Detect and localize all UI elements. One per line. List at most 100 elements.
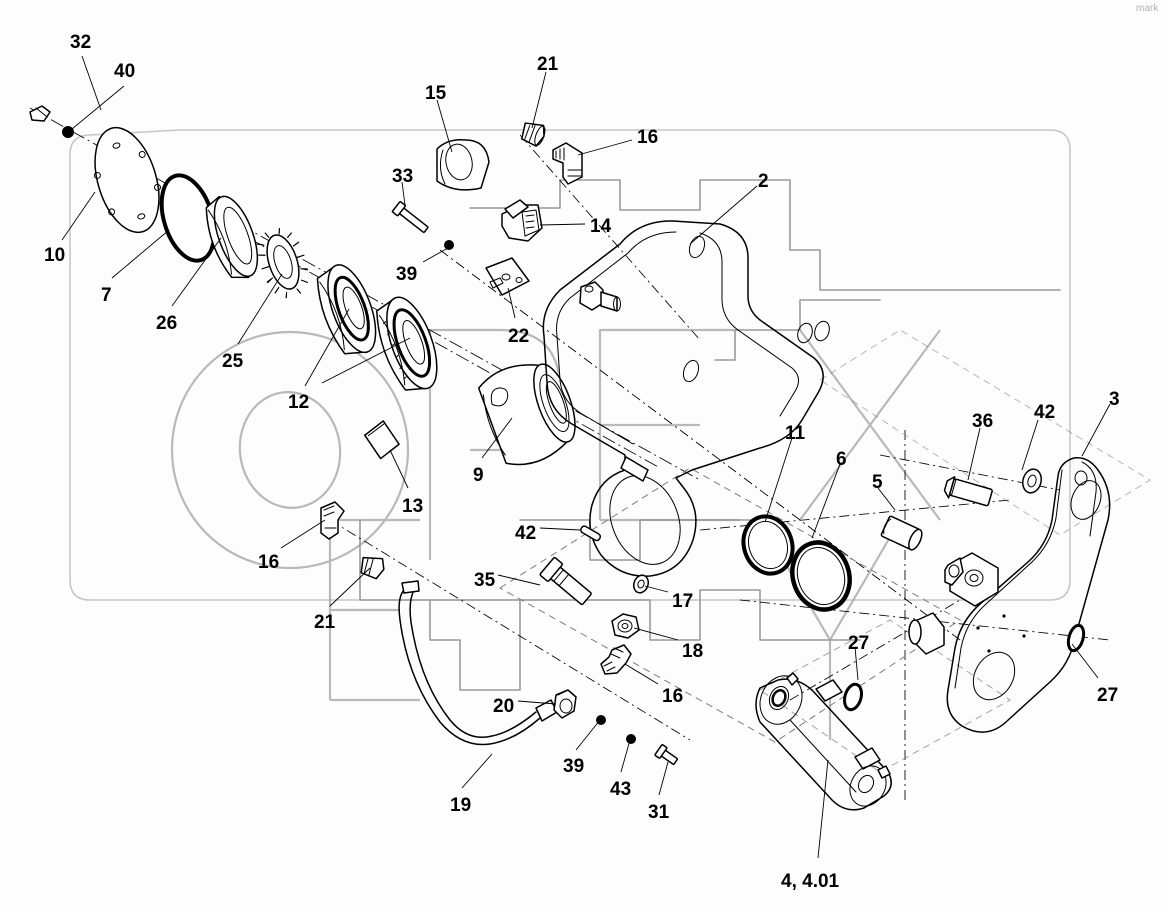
callout-31: 31 [648, 802, 670, 823]
part-5-bushing [880, 515, 923, 551]
part-42-washer-right [1022, 468, 1042, 494]
leader-line-c27a [854, 646, 859, 681]
callout-14: 14 [590, 216, 612, 237]
leader-line-c43 [620, 739, 631, 773]
part-10-cover-plate [93, 126, 161, 234]
leader-line-c13 [389, 449, 409, 489]
leader-line-c36 [967, 427, 981, 481]
part-26-seal-ring [205, 195, 259, 279]
leader-line-c21b [329, 567, 371, 607]
leader-line-c2 [689, 185, 758, 245]
part-11-seal-ring [741, 514, 795, 576]
callout-4-4-01: 4, 4.01 [781, 871, 840, 892]
leader-line-c16b [280, 519, 326, 549]
part-36-pin [943, 475, 993, 507]
part-20-clamp [553, 689, 577, 719]
callout-3: 3 [1109, 389, 1120, 410]
callout-27: 27 [848, 633, 870, 654]
callout-17: 17 [672, 591, 694, 612]
part-33-bolt [391, 201, 429, 234]
corner-mark: mark [1136, 3, 1159, 14]
part-9-spacer-sleeve [477, 363, 576, 466]
part-12-bearing-lower [376, 296, 438, 391]
callout-11: 11 [785, 423, 806, 444]
part-16-elbow-lower [600, 644, 632, 675]
leader-line-c40 [71, 85, 125, 130]
leader-line-c12b [321, 337, 411, 384]
part-16-elbow-upper [552, 142, 583, 185]
leader-line-c401 [817, 759, 829, 859]
callout-7: 7 [101, 285, 112, 306]
callout-5: 5 [872, 472, 883, 493]
leader-line-c21a [531, 71, 547, 129]
callout-25: 25 [222, 351, 244, 372]
part-25-lock-washer [256, 227, 309, 299]
leader-line-c32 [81, 55, 102, 111]
callout-36: 36 [972, 411, 994, 432]
callout-13: 13 [402, 496, 424, 517]
callout-16: 16 [662, 686, 684, 707]
callout-2: 2 [758, 171, 769, 192]
part-12-bearing-upper [316, 264, 377, 355]
leader-line-c17 [644, 585, 669, 593]
leader-line-c42a [539, 527, 581, 531]
callout-26: 26 [156, 313, 178, 334]
part-42-roll-pin-mid [580, 525, 602, 542]
part-21-fitting-left [360, 556, 385, 580]
callout-42: 42 [1034, 402, 1056, 423]
leader-line-c27b [1071, 643, 1099, 679]
callout-19: 19 [450, 795, 472, 816]
callout-21: 21 [537, 54, 559, 75]
assembly-dashed-boxes [499, 329, 1151, 773]
leader-line-c25 [237, 273, 283, 345]
part-31-screw [654, 744, 679, 765]
callout-42: 42 [515, 523, 537, 544]
callout-22: 22 [508, 326, 530, 347]
part-14-sensor-block [501, 199, 543, 242]
callout-32: 32 [70, 32, 92, 53]
leader-line-c31 [658, 761, 669, 796]
ghost-shapes [359, 179, 1061, 691]
part-2-main-bracket [542, 220, 830, 577]
leader-line-c19 [461, 753, 493, 789]
part-13-key-block [364, 420, 400, 460]
part-40-plug [62, 126, 74, 138]
leader-line-c16a [577, 139, 633, 156]
part-27-oring-right [1066, 623, 1086, 653]
callout-33: 33 [392, 166, 414, 187]
part-39-ball-upper [444, 240, 454, 250]
leader-line-c15 [436, 99, 453, 153]
leader-line-c39a [422, 247, 449, 263]
leader-lines [61, 55, 1111, 859]
leader-line-c5 [877, 487, 896, 511]
callout-20: 20 [493, 696, 515, 717]
callout-15: 15 [425, 83, 447, 104]
part-6-seal-ring [790, 540, 852, 612]
leader-line-c16c [624, 663, 659, 685]
part-3-link-arm [908, 457, 1111, 733]
callout-40: 40 [114, 61, 136, 82]
part-15-cap [436, 138, 490, 191]
part-22-mounting-plate [485, 257, 530, 296]
part-43-ball [626, 734, 636, 744]
callout-16: 16 [637, 127, 659, 148]
leader-line-c33 [401, 181, 406, 206]
leader-line-c3 [1081, 403, 1111, 457]
callout-12: 12 [288, 392, 310, 413]
part-35-hex-bolt [539, 556, 592, 606]
leader-line-c7 [111, 229, 170, 279]
part-27-oring-left [843, 682, 863, 712]
part-21-fitting-upper [520, 122, 546, 147]
callout-27: 27 [1097, 685, 1119, 706]
callout-9: 9 [473, 465, 484, 486]
leader-line-c39b [575, 719, 601, 751]
callout-6: 6 [836, 449, 847, 470]
part-16-elbow-left [320, 501, 345, 540]
callout-35: 35 [474, 570, 496, 591]
leader-line-c10 [61, 191, 96, 241]
callout-16: 16 [258, 552, 280, 573]
leader-line-c9 [481, 417, 513, 459]
part-4-hydraulic-cylinder [755, 672, 892, 811]
